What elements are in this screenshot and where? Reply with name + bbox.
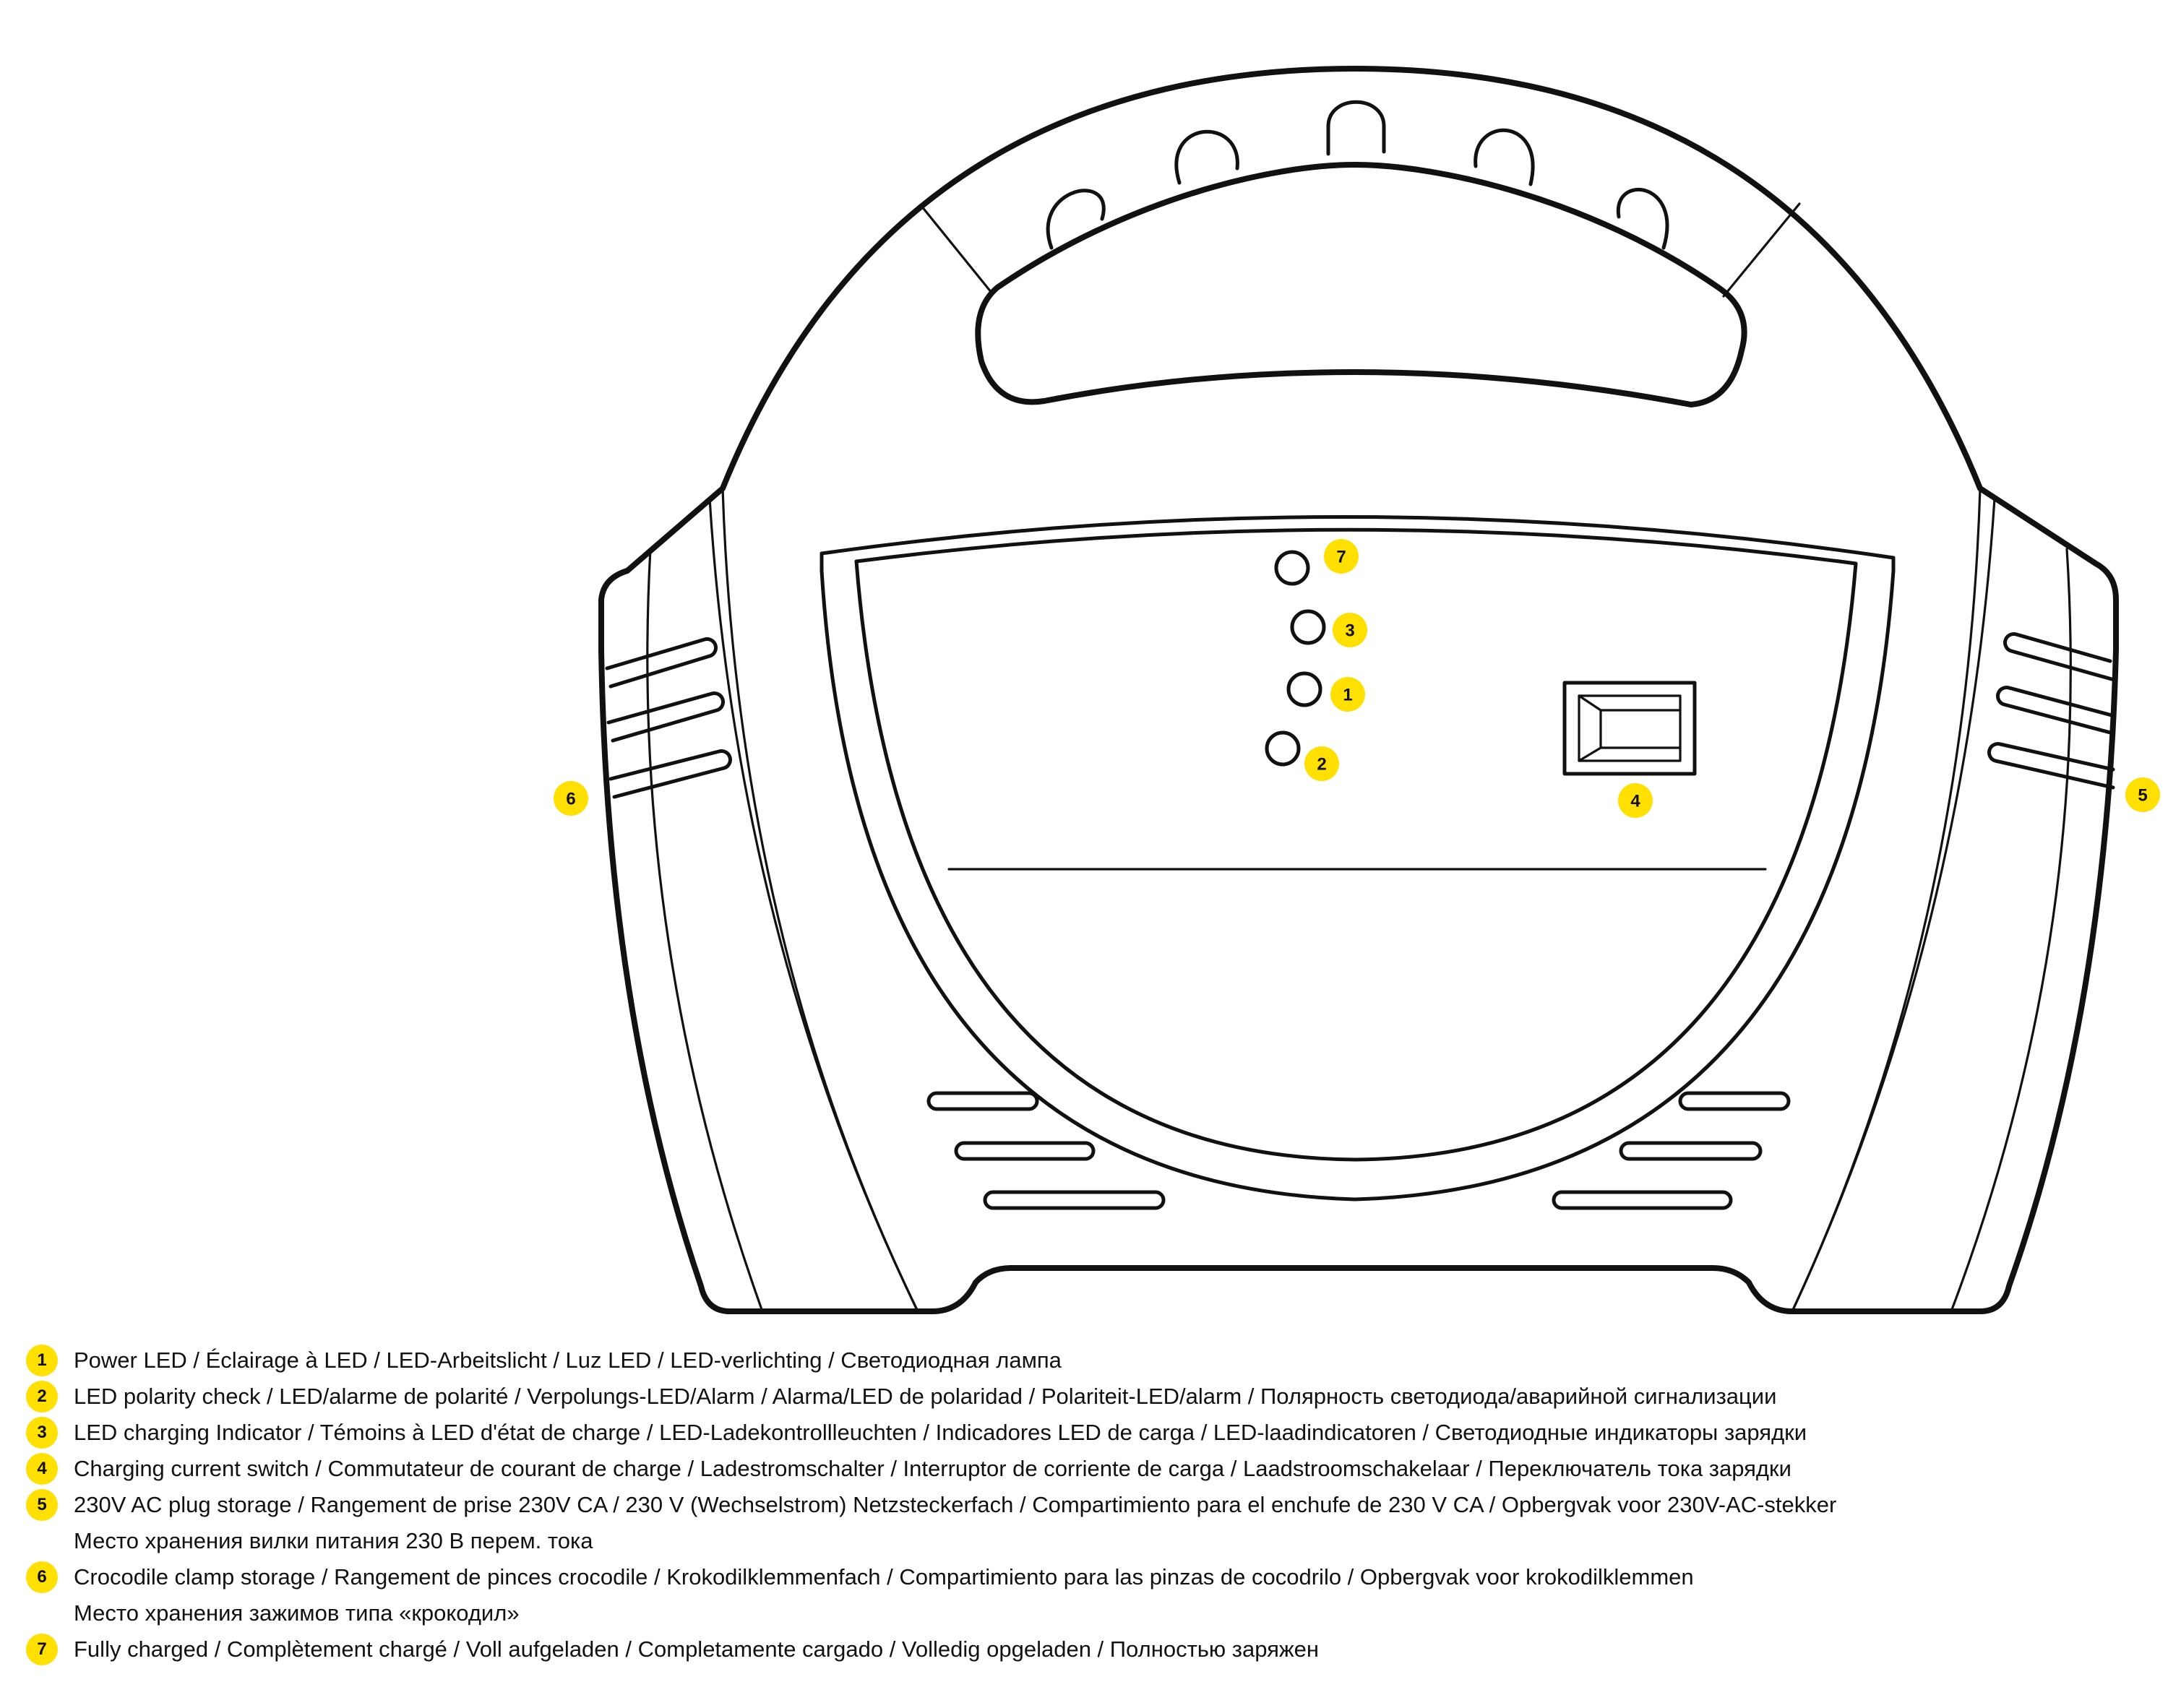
- left-side-contours: [646, 487, 919, 1313]
- handle-divider-right: [1722, 202, 1801, 298]
- finger-grip-4: [1474, 128, 1535, 186]
- callout-1: 1: [1330, 677, 1365, 712]
- legend-text: Fully charged / Complètement chargé / Vo…: [74, 1636, 1320, 1662]
- legend-item-5: 5 230V AC plug storage / Rangement de pr…: [26, 1487, 2151, 1559]
- finger-grip-2: [1174, 129, 1239, 185]
- legend-item-2: 2 LED polarity check / LED/alarme de pol…: [26, 1379, 2151, 1415]
- svg-text:5: 5: [2138, 786, 2147, 806]
- legend-text: Crocodile clamp storage / Rangement de p…: [74, 1564, 1694, 1626]
- left-vent-slots: [605, 637, 732, 799]
- front-panel-inner: [854, 527, 1858, 1162]
- legend-item-1: 1 Power LED / Éclairage à LED / LED-Arbe…: [26, 1342, 2151, 1379]
- legend-badge: 4: [26, 1453, 58, 1485]
- front-panel-outer: [820, 514, 1896, 1202]
- legend-badge: 5: [26, 1489, 58, 1521]
- legend-badge: 7: [26, 1634, 58, 1665]
- charging-current-switch: [1562, 681, 1697, 776]
- legend-text: Power LED / Éclairage à LED / LED-Arbeit…: [74, 1347, 1062, 1373]
- legend-item-7: 7 Fully charged / Complètement chargé / …: [26, 1631, 2151, 1668]
- legend-text: 230V AC plug storage / Rangement de pris…: [74, 1492, 1837, 1553]
- svg-text:7: 7: [1336, 548, 1346, 567]
- svg-text:1: 1: [1343, 686, 1352, 705]
- svg-text:4: 4: [1630, 792, 1640, 811]
- legend-item-6: 6 Crocodile clamp storage / Rangement de…: [26, 1559, 2151, 1631]
- legend-text: LED polarity check / LED/alarme de polar…: [74, 1384, 1777, 1409]
- bottom-vent-slots-left: [926, 1091, 1166, 1210]
- callout-5: 5: [2125, 777, 2160, 812]
- handle-finger-grips: [1046, 100, 1669, 250]
- legend-badge: 2: [26, 1381, 58, 1412]
- right-vent-slots: [1987, 632, 2115, 790]
- svg-text:3: 3: [1345, 621, 1354, 641]
- legend: 1 Power LED / Éclairage à LED / LED-Arbe…: [26, 1342, 2151, 1668]
- legend-badge: 6: [26, 1561, 58, 1593]
- led-fully-charged: [1274, 550, 1310, 586]
- svg-text:2: 2: [1317, 755, 1326, 775]
- led-polarity: [1265, 730, 1301, 767]
- callout-7: 7: [1324, 539, 1359, 574]
- finger-grip-5: [1616, 187, 1669, 250]
- callout-2: 2: [1304, 746, 1339, 781]
- finger-grip-3: [1326, 100, 1386, 156]
- callout-6: 6: [554, 781, 588, 816]
- led-power: [1286, 671, 1322, 707]
- led-charging-indicator: [1290, 609, 1326, 645]
- legend-text: Charging current switch / Commutateur de…: [74, 1456, 1791, 1481]
- legend-badge: 1: [26, 1345, 58, 1376]
- right-side-contours: [1791, 487, 2072, 1313]
- callout-3: 3: [1333, 613, 1367, 647]
- battery-charger-diagram: 7 3 1 2 4 6 5: [554, 66, 2160, 1314]
- svg-text:6: 6: [566, 790, 575, 809]
- legend-badge: 3: [26, 1417, 58, 1449]
- legend-text: LED charging Indicator / Témoins à LED d…: [74, 1420, 1807, 1445]
- callout-4: 4: [1618, 783, 1653, 818]
- housing-outline: [598, 66, 2119, 1314]
- handle-divider-left: [920, 204, 993, 294]
- bottom-vent-slots-right: [1552, 1091, 1791, 1210]
- handle-opening: [975, 162, 1747, 407]
- legend-item-3: 3 LED charging Indicator / Témoins à LED…: [26, 1415, 2151, 1451]
- finger-grip-1: [1046, 189, 1106, 250]
- legend-item-4: 4 Charging current switch / Commutateur …: [26, 1451, 2151, 1487]
